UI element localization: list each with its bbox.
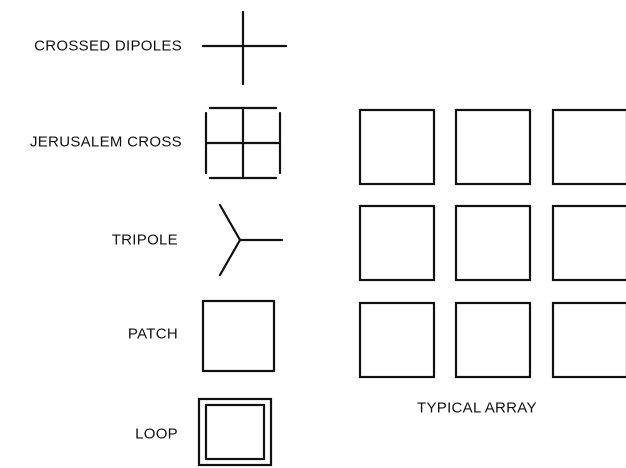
jerusalem-cross-label: JERUSALEM CROSS bbox=[29, 133, 182, 151]
jerusalem-cross-symbol bbox=[204, 106, 282, 180]
array-cell-r1-c3 bbox=[551, 108, 626, 186]
array-cell-r1-c1 bbox=[358, 108, 436, 186]
crossed-dipoles-symbol bbox=[201, 10, 288, 86]
typical-array-label: TYPICAL ARRAY bbox=[417, 399, 537, 417]
tripole-symbol bbox=[218, 203, 284, 277]
array-cell-r1-c2 bbox=[454, 108, 532, 186]
array-cell-r3-c3 bbox=[551, 301, 626, 379]
array-cell-r3-c2 bbox=[454, 301, 532, 379]
patch-symbol bbox=[201, 299, 276, 373]
typical-array-grid bbox=[358, 108, 626, 379]
patch-label: PATCH bbox=[127, 325, 178, 343]
array-cell-r3-c1 bbox=[358, 301, 436, 379]
loop-symbol bbox=[197, 397, 273, 467]
array-cell-r2-c3 bbox=[551, 204, 626, 282]
crossed-dipoles-label: CROSSED DIPOLES bbox=[34, 37, 182, 55]
array-cell-r2-c1 bbox=[358, 204, 436, 282]
array-cell-r2-c2 bbox=[454, 204, 532, 282]
loop-label: LOOP bbox=[135, 425, 178, 443]
tripole-label: TRIPOLE bbox=[111, 231, 178, 249]
